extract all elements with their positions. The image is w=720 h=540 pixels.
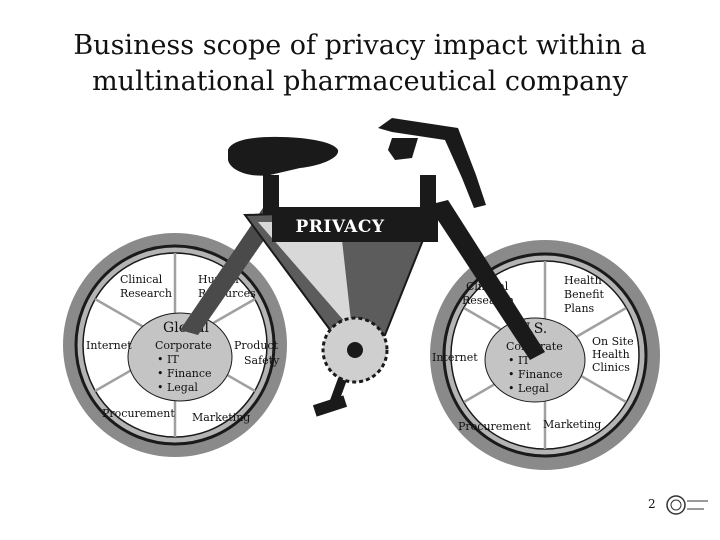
page-number: 2 bbox=[648, 497, 656, 511]
seat-stay bbox=[180, 205, 285, 335]
right-seg-top-right-2: Benefit bbox=[564, 288, 605, 301]
left-seg-bottom-right: Marketing bbox=[192, 411, 250, 424]
chainring bbox=[321, 316, 389, 384]
left-hub-line-4: • Legal bbox=[157, 381, 198, 394]
top-tube bbox=[272, 207, 438, 242]
left-seg-bottom-left: Procurement bbox=[102, 407, 175, 420]
left-seg-right-1: Product bbox=[234, 339, 279, 352]
stem bbox=[420, 175, 436, 213]
saddle bbox=[228, 136, 339, 176]
right-hub-line-4: • Legal bbox=[508, 382, 549, 395]
company-logo bbox=[666, 495, 708, 515]
right-seg-bottom-right: Marketing bbox=[543, 418, 601, 431]
front-fork bbox=[428, 200, 545, 360]
left-wheel: Global Corporate • IT • Finance • Legal … bbox=[63, 233, 287, 457]
right-hub-line-3: • Finance bbox=[508, 368, 563, 381]
left-seg-left: Internet bbox=[86, 339, 132, 352]
left-hub-line-2: • IT bbox=[157, 353, 179, 366]
right-seg-top-right-3: Plans bbox=[564, 302, 595, 315]
left-seg-top-left-2: Research bbox=[120, 287, 172, 300]
right-wheel: U.S. Corporate • IT • Finance • Legal Cl… bbox=[430, 240, 660, 470]
pedal bbox=[312, 395, 348, 417]
right-hub-line-2: • IT bbox=[508, 354, 530, 367]
frame-highlight bbox=[258, 222, 352, 330]
brake-lever bbox=[388, 138, 418, 160]
right-seg-right-2: Health bbox=[592, 348, 630, 361]
handlebar bbox=[378, 118, 486, 208]
right-hub bbox=[484, 317, 586, 403]
right-seg-top-right-1: Health bbox=[564, 274, 602, 287]
chainring-axle bbox=[347, 342, 363, 358]
left-seg-right-2: Safety bbox=[244, 354, 280, 367]
title-line-1: Business scope of privacy impact within … bbox=[73, 30, 647, 61]
right-seg-right-3: Clinics bbox=[592, 361, 630, 374]
title-line-2: multinational pharmaceutical company bbox=[92, 66, 628, 97]
slide-title: Business scope of privacy impact within … bbox=[40, 28, 680, 100]
bike-frame: PRIVACY bbox=[180, 118, 545, 417]
frame-label: PRIVACY bbox=[295, 217, 384, 237]
seat-post bbox=[263, 175, 279, 215]
left-hub-line-3: • Finance bbox=[157, 367, 212, 380]
left-hub bbox=[127, 312, 233, 402]
right-seg-bottom-left: Procurement bbox=[458, 420, 531, 433]
left-hub-line-1: Corporate bbox=[155, 339, 212, 352]
right-seg-right-1: On Site bbox=[592, 335, 634, 348]
right-seg-left: Internet bbox=[432, 351, 478, 364]
left-seg-top-left-1: Clinical bbox=[120, 273, 163, 286]
